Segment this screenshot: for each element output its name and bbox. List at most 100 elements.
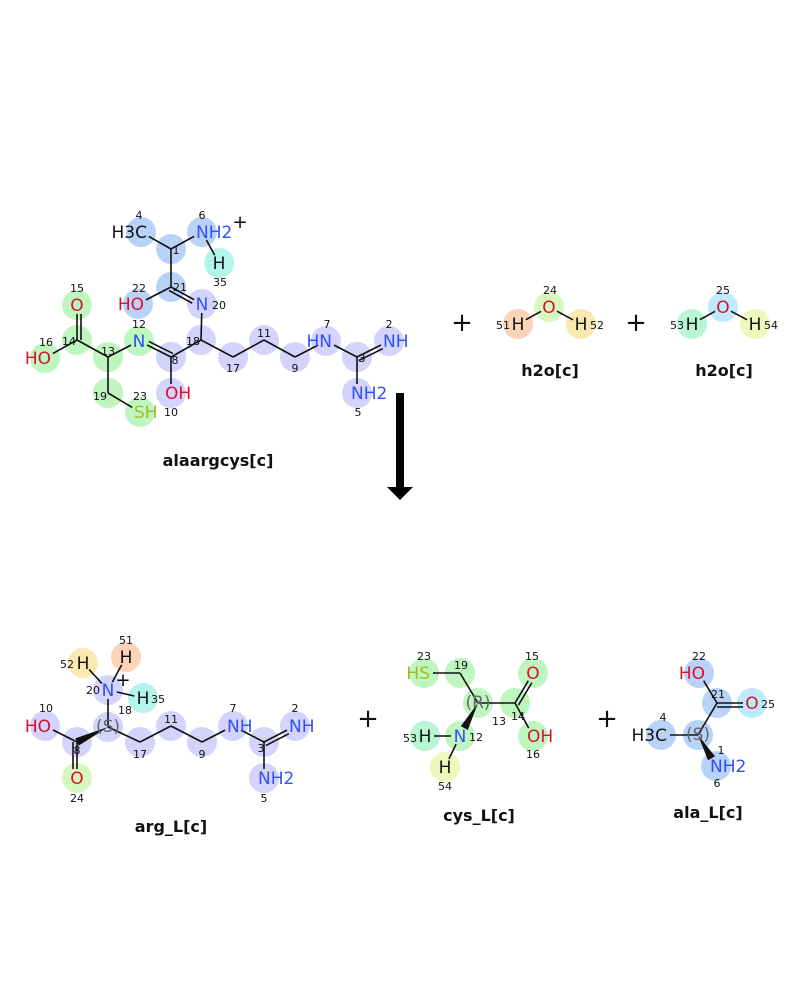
atom-highlight — [204, 248, 234, 278]
atom-label: NH2 — [351, 384, 387, 404]
bond — [201, 729, 226, 743]
bonds — [699, 310, 748, 321]
bond — [448, 743, 457, 760]
atom-highlight — [518, 658, 548, 688]
atom-index: 5 — [261, 792, 268, 805]
wedge-bond — [698, 735, 715, 761]
atom-highlight — [128, 683, 158, 713]
atom-index: 52 — [590, 319, 604, 332]
atom-index: 17 — [133, 748, 147, 761]
atom-index: 16 — [39, 336, 53, 349]
atom-highlight — [187, 289, 217, 319]
atom-index: 6 — [199, 209, 206, 222]
molecule-alaargcys: 1NH23H3C4NH25NH2+6HN789OH1011N121314O15H… — [25, 209, 409, 470]
atom-label: HO — [118, 295, 144, 315]
double-bond-line — [358, 347, 384, 362]
atom-label: OH — [165, 384, 191, 404]
atom-index: 2 — [386, 318, 393, 331]
bond — [52, 339, 78, 355]
atom-label: H — [419, 727, 432, 747]
plus-sign: + — [451, 308, 473, 338]
molecule-name: cys_L[c] — [443, 806, 515, 825]
atom-index: 21 — [173, 281, 187, 294]
atom-highlight — [311, 326, 341, 356]
bond — [702, 680, 718, 704]
bond — [240, 729, 265, 743]
bond — [145, 286, 172, 301]
molecule-name: arg_L[c] — [135, 817, 207, 836]
bond — [139, 725, 172, 743]
atom-index: 1 — [718, 744, 725, 757]
bond — [514, 680, 530, 704]
atom-highlight — [111, 642, 141, 672]
atom-label: O — [70, 769, 83, 789]
wedge-bond — [460, 703, 478, 731]
atom-label: O — [745, 694, 758, 714]
bond — [88, 669, 103, 684]
atom-index: 51 — [496, 319, 510, 332]
bond — [116, 691, 135, 697]
bond — [356, 344, 382, 358]
atom-index: 20 — [86, 684, 100, 697]
atom-label: HS — [406, 664, 430, 684]
atom-highlight — [518, 721, 548, 751]
atom-highlight — [740, 309, 770, 339]
atom-label: N — [196, 295, 209, 315]
atom-index: 2 — [292, 702, 299, 715]
atom-highlight — [677, 309, 707, 339]
atom-index: 9 — [199, 748, 206, 761]
atom-highlight — [124, 326, 154, 356]
atom-highlight — [156, 378, 186, 408]
plus-sign: + — [596, 704, 618, 734]
atom-label: H3C — [112, 223, 147, 243]
atom-label: H — [120, 648, 133, 668]
atom-index: 35 — [213, 276, 227, 289]
bonds — [52, 664, 290, 769]
atom-index: 23 — [417, 650, 431, 663]
atom-highlight — [646, 720, 676, 750]
atom-index: 24 — [70, 792, 84, 805]
atom-label: HO — [679, 664, 705, 684]
atom-index: 19 — [93, 390, 107, 403]
atom-highlight — [430, 752, 460, 782]
atom-label: H — [749, 315, 762, 335]
bond — [107, 344, 132, 358]
atom-highlight — [30, 711, 60, 741]
atom-label: H — [137, 689, 150, 709]
atom-highlight — [410, 721, 440, 751]
bond — [294, 344, 319, 358]
atom-index: 18 — [186, 335, 200, 348]
atom-highlight — [62, 763, 92, 793]
atom-index: 14 — [62, 335, 76, 348]
molecule-name: ala_L[c] — [673, 803, 742, 822]
atom-index: 13 — [101, 345, 115, 358]
bond — [170, 286, 195, 301]
atom-index: 4 — [660, 711, 667, 724]
atom-label: (S) — [686, 725, 710, 745]
atom-index: 15 — [525, 650, 539, 663]
atom-index: 14 — [511, 710, 525, 723]
atom-index: 53 — [403, 732, 417, 745]
atom-index: 21 — [711, 688, 725, 701]
double-bond-line — [517, 682, 533, 706]
atom-index: 1 — [173, 244, 180, 257]
reaction-arrow-icon — [387, 393, 413, 500]
bonds — [670, 680, 743, 761]
atom-label: N — [133, 332, 146, 352]
atom-label: N — [102, 681, 115, 701]
molecule-name: h2o[c] — [695, 361, 753, 380]
atom-highlight — [503, 309, 533, 339]
atom-index: 3 — [359, 352, 366, 365]
atom-label: NH2 — [258, 769, 294, 789]
atom-index: 51 — [119, 634, 133, 647]
bonds — [52, 235, 384, 409]
atom-index: 3 — [258, 742, 265, 755]
atom-index: 53 — [670, 319, 684, 332]
atom-index: 8 — [74, 744, 81, 757]
wedge-bond — [75, 727, 108, 746]
atom-highlight — [62, 290, 92, 320]
bond — [205, 239, 216, 256]
atom-index: 12 — [132, 318, 146, 331]
